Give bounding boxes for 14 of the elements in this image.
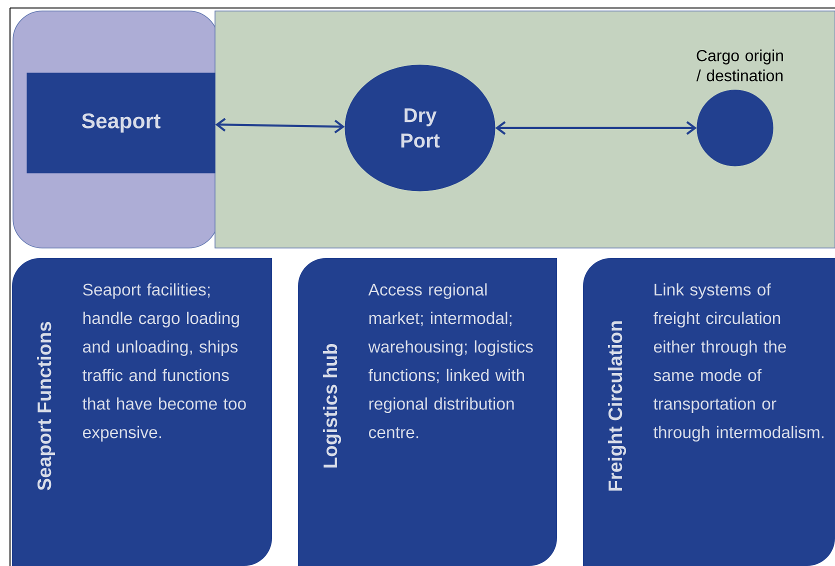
arrow [495,121,697,135]
card-text: Seaport facilities; handle cargo loading and unloading, ships traffic and functions that have become too expensive. [82,283,246,442]
card-text: Link systems of freight circulation either through the same mode of transportation or through intermodalism. [654,283,824,442]
card [583,258,835,566]
node-caption: Cargo origin / destination [696,50,783,82]
card [12,258,272,566]
card-heading: Logistics hub [322,344,342,468]
card-text: Access regional market; intermodal; warehousing; logistics functions; linked with regional distribution centre. [368,283,533,438]
card-heading: Seaport Functions [37,322,56,490]
cargo-circle [696,90,774,166]
card [298,258,557,566]
arrow [215,118,345,134]
card-heading: Freight Circulation [608,321,626,491]
seaport-box: Seaport [26,72,216,174]
